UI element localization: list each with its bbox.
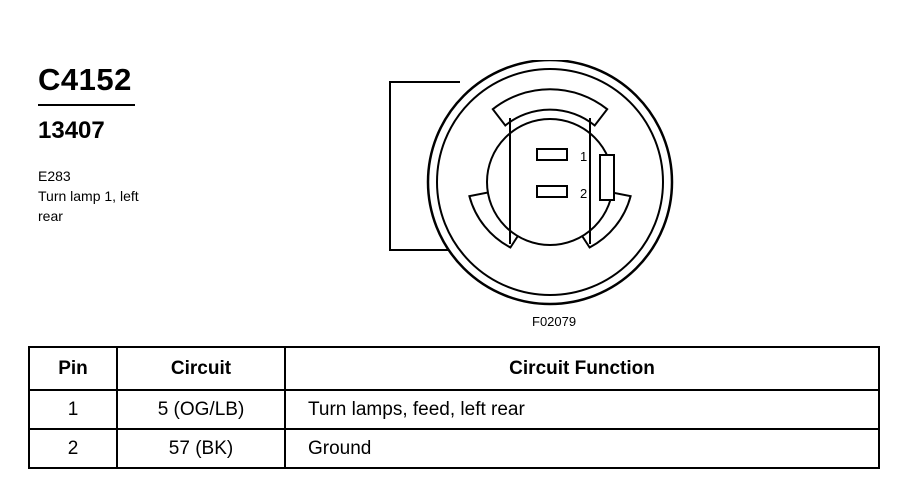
connector-face-diagram: 1 2 <box>389 60 674 306</box>
cell-circuit: 57 (BK) <box>116 428 286 469</box>
cell-pin: 2 <box>28 428 118 469</box>
description-line: E283 <box>38 168 71 184</box>
cell-pin: 1 <box>28 389 118 430</box>
table-row: 2 57 (BK) Ground <box>28 428 880 469</box>
terminal-body <box>486 118 614 246</box>
table-row: 1 5 (OG/LB) Turn lamps, feed, left rear <box>28 389 880 430</box>
pin-1-terminal <box>536 148 568 161</box>
cell-circuit: 5 (OG/LB) <box>116 389 286 430</box>
header-circuit: Circuit <box>116 346 286 391</box>
connector-id: C4152 <box>38 62 132 97</box>
description-line: rear <box>38 208 63 224</box>
description-line: Turn lamp 1, left <box>38 188 139 204</box>
title-underline <box>38 104 135 106</box>
figure-id: F02079 <box>532 314 577 329</box>
locking-ring-top <box>491 88 609 127</box>
header-circuit-function: Circuit Function <box>284 346 880 391</box>
cell-circuit-function: Turn lamps, feed, left rear <box>284 389 880 430</box>
connector-inner-ring <box>436 68 664 296</box>
part-number: 13407 <box>38 117 105 144</box>
connector-description: E283 Turn lamp 1, left rear <box>38 166 139 226</box>
pin-table: Pin Circuit Circuit Function 1 5 (OG/LB)… <box>28 346 880 469</box>
table-header-row: Pin Circuit Circuit Function <box>28 346 880 391</box>
polarization-key <box>599 154 615 201</box>
connector-housing <box>389 81 460 251</box>
pin-1-label: 1 <box>580 149 587 164</box>
pin-2-label: 2 <box>580 186 587 201</box>
cell-circuit-function: Ground <box>284 428 880 469</box>
header-pin: Pin <box>28 346 118 391</box>
pin-2-terminal <box>536 185 568 198</box>
